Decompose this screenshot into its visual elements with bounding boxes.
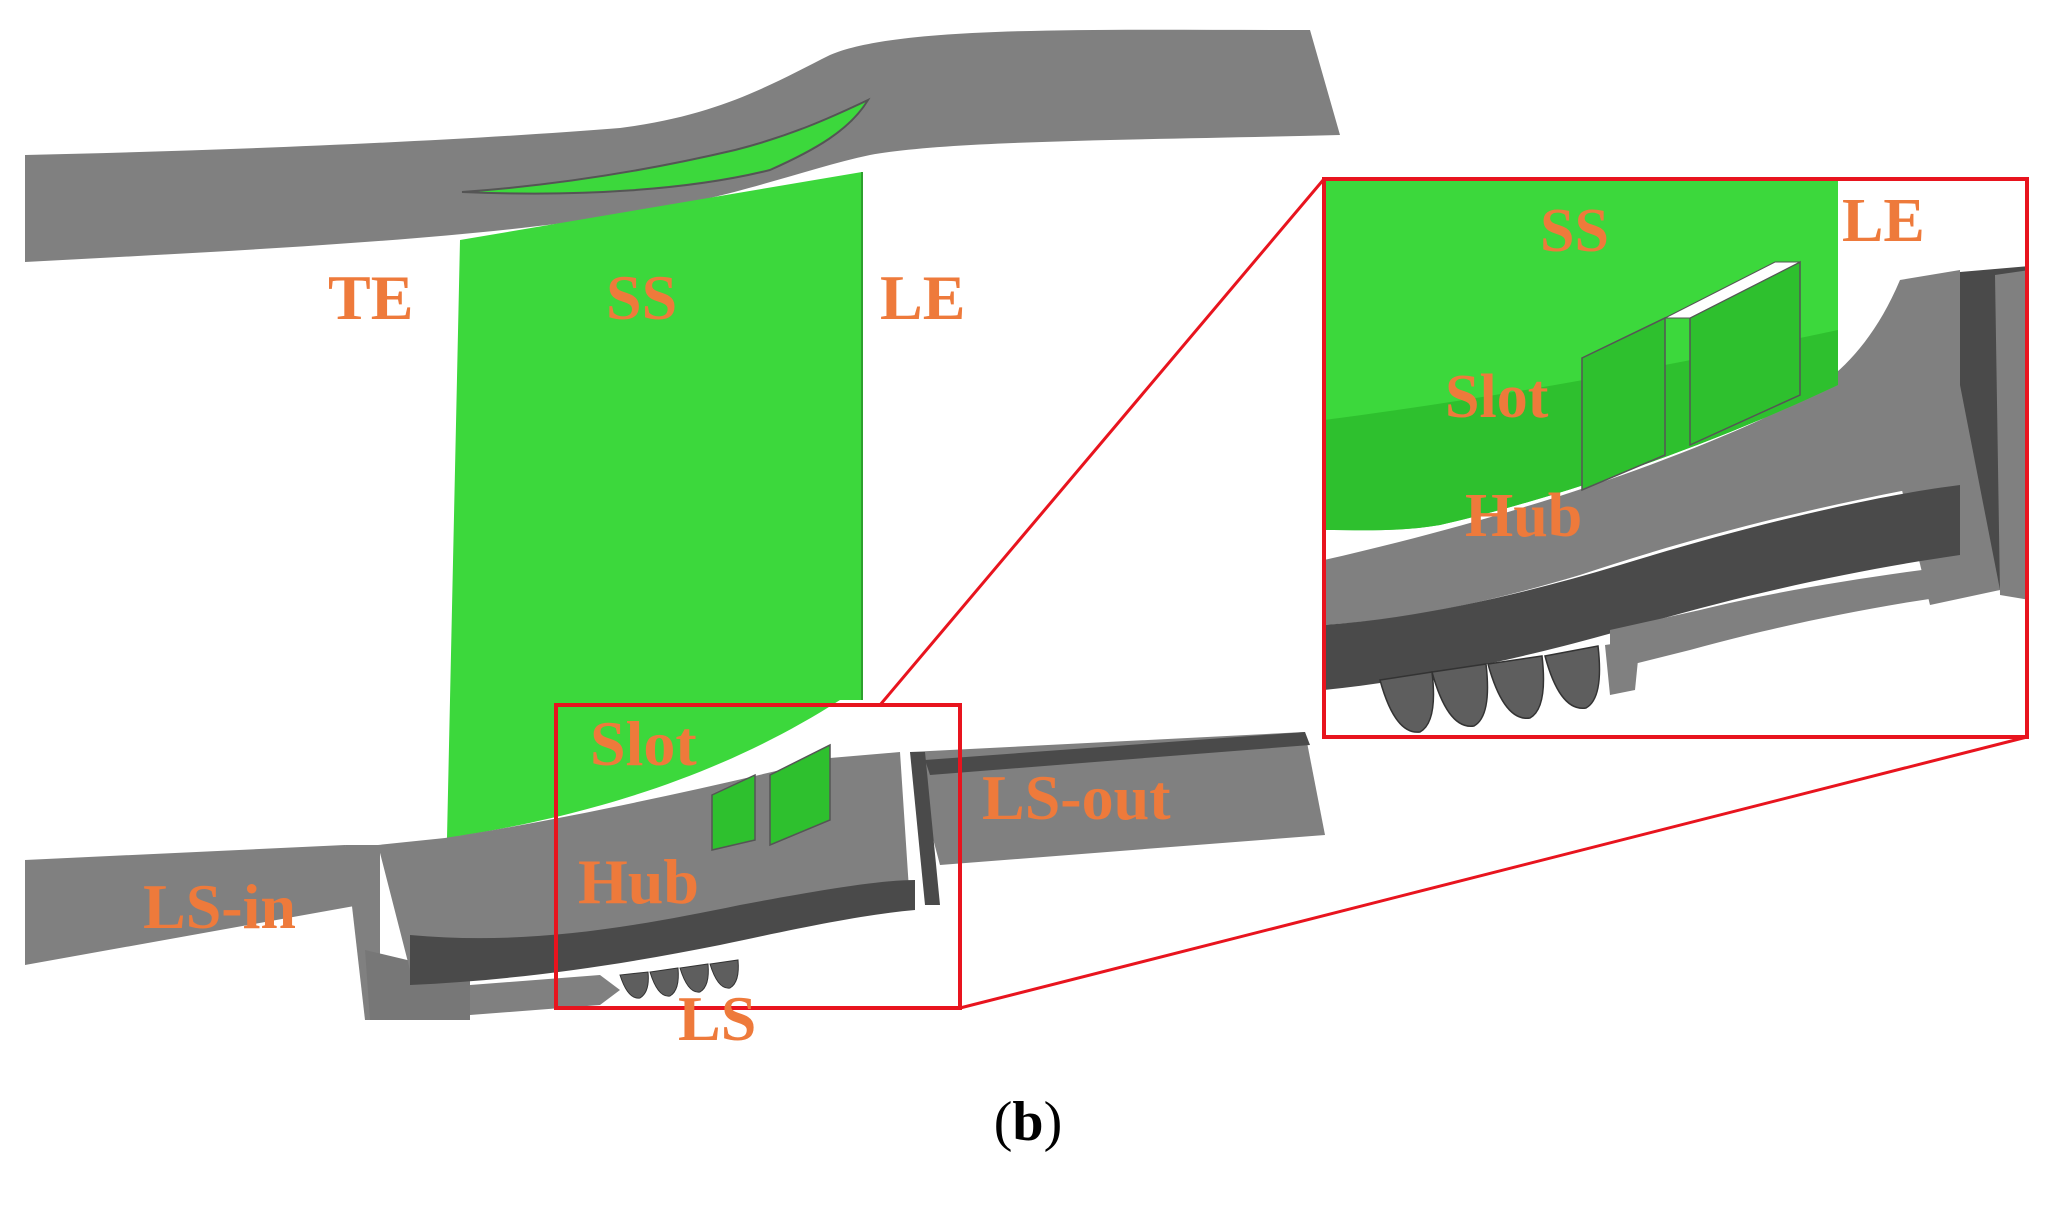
label-ls-out: LS-out xyxy=(982,762,1171,833)
zoom-connector-lines xyxy=(878,178,2028,1010)
zoom-view xyxy=(1324,179,2027,737)
main-zoom-frame xyxy=(554,703,962,1010)
label-ls-in: LS-in xyxy=(143,871,296,942)
labyrinth-seal-teeth xyxy=(619,959,739,999)
zoom-label-hub: Hub xyxy=(1465,482,1583,550)
label-le: LE xyxy=(880,262,966,333)
ls-in-platform xyxy=(25,845,470,1020)
label-ss: SS xyxy=(606,262,678,333)
shroud-endwall xyxy=(25,29,1340,262)
caption-close: ) xyxy=(1043,1091,1063,1153)
zoom-frame xyxy=(1322,177,2029,739)
zoom-label-ss: SS xyxy=(1540,197,1609,265)
label-slot: Slot xyxy=(590,708,697,779)
zoom-label-le: LE xyxy=(1842,187,1925,255)
label-ls: LS xyxy=(678,983,757,1054)
zoom-label-slot: Slot xyxy=(1445,363,1549,431)
figure-caption: (b) xyxy=(0,1090,2056,1154)
label-hub: Hub xyxy=(578,846,699,917)
blade-suction-surface xyxy=(447,172,863,838)
slot-windows xyxy=(711,743,831,851)
label-te: TE xyxy=(328,262,414,333)
caption-letter: b xyxy=(1012,1091,1044,1153)
ls-out-platform xyxy=(910,732,1325,905)
caption-open: ( xyxy=(993,1091,1013,1153)
